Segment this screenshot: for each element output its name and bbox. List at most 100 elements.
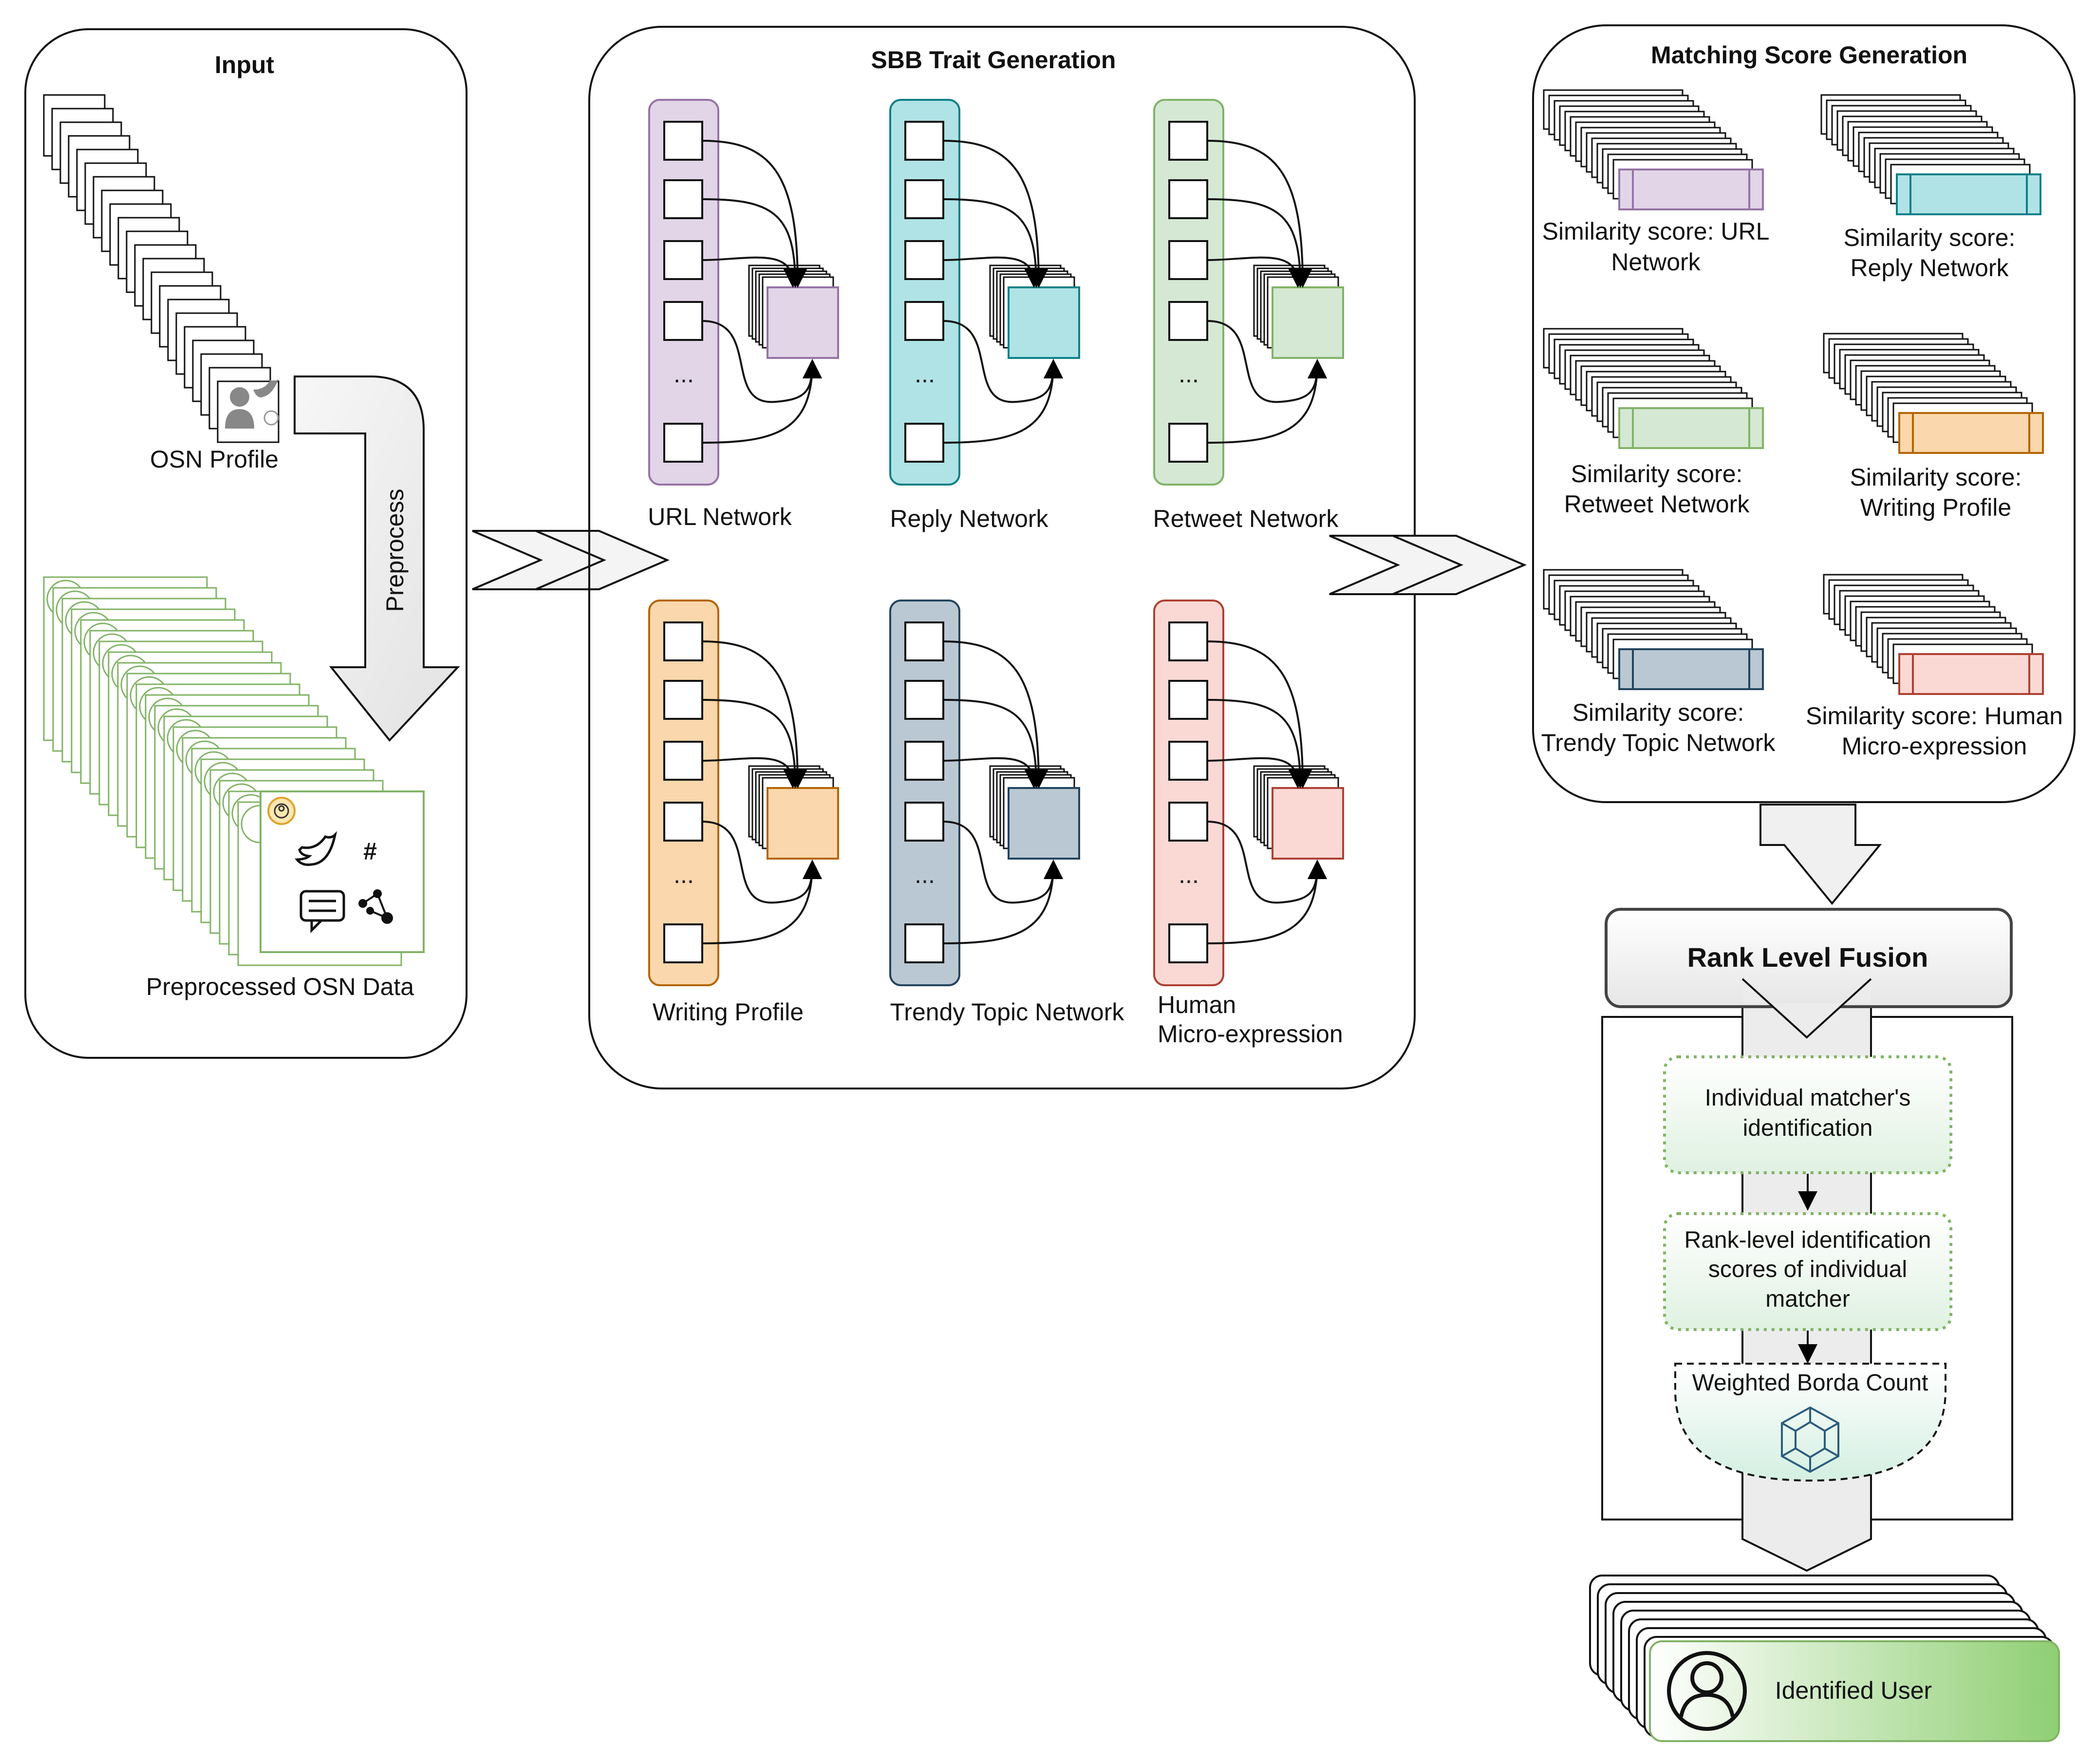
step-rank-level-scores: [1663, 1212, 1952, 1331]
score-bar: [1618, 648, 1764, 690]
network-node: [1168, 741, 1208, 781]
score-retweet-line1: Similarity score:: [1571, 460, 1743, 488]
step-individual-identification: [1663, 1055, 1952, 1174]
similarity-score-stacks: [1543, 89, 2044, 695]
edge: [1207, 198, 1310, 288]
edge: [943, 320, 1063, 403]
chat-icon: [299, 890, 345, 934]
flow-arrow-1b: [535, 530, 670, 590]
score-writing-line1: Similarity score:: [1850, 464, 2022, 491]
hashtag-icon: #: [363, 838, 377, 865]
network-label-human-line2: Micro-expression: [1158, 1020, 1343, 1048]
network-label-writing: Writing Profile: [653, 998, 804, 1026]
score-retweet-line2: Retweet Network: [1564, 490, 1750, 518]
network-label-url: URL Network: [648, 503, 792, 530]
edge: [943, 140, 1048, 288]
matching-title: Matching Score Generation: [1651, 41, 1967, 69]
profile-badge-icon: [267, 797, 296, 825]
score-url-line1: Similarity score: URL: [1542, 218, 1770, 245]
network-block: ...: [889, 99, 1080, 486]
twitter-bird-icon: [253, 379, 279, 397]
network-node: [663, 121, 703, 161]
osn-profile-label: OSN Profile: [150, 446, 279, 473]
preprocessed-data-label: Preprocessed OSN Data: [146, 973, 414, 1000]
score-human-line1: Similarity score: Human: [1806, 702, 2063, 730]
edge: [1207, 640, 1312, 788]
edge: [702, 860, 822, 944]
borda-label: Weighted Borda Count: [1692, 1370, 1928, 1396]
edge: [943, 256, 1044, 288]
score-bar: [1618, 407, 1764, 449]
matching-panel: [1532, 24, 2076, 803]
network-node: [1168, 802, 1208, 842]
score-url-line2: Network: [1611, 248, 1701, 276]
score-reply-line1: Similarity score:: [1844, 224, 2016, 251]
network-node: [1168, 301, 1208, 341]
edge: [702, 320, 822, 403]
speech-bubble-icon: [263, 410, 279, 426]
network-node: [904, 423, 944, 463]
network-label-trendy: Trendy Topic Network: [890, 998, 1125, 1026]
edge: [1207, 821, 1327, 904]
identified-user-card: [1649, 1640, 2060, 1742]
preprocess-label: Preprocess: [381, 489, 409, 612]
network-node: [663, 741, 703, 781]
network-ellipsis: ...: [1179, 861, 1199, 888]
edge: [943, 198, 1046, 288]
feature-map: [767, 286, 839, 359]
edge: [1207, 256, 1308, 288]
score-writing-line2: Writing Profile: [1860, 494, 2011, 521]
edge: [943, 359, 1063, 444]
network-block: ...: [889, 600, 1080, 986]
preprocessed-data-stack: [43, 576, 425, 966]
network-label-retweet: Retweet Network: [1153, 505, 1339, 532]
edge: [943, 640, 1048, 788]
network-node: [663, 240, 703, 280]
identified-user-label: Identified User: [1775, 1677, 1932, 1704]
edge: [702, 256, 803, 288]
polyhedron-icon: [1781, 1406, 1839, 1473]
edge: [1207, 699, 1310, 788]
network-label-reply: Reply Network: [890, 505, 1048, 532]
network-block: ...: [648, 600, 839, 986]
edge: [1207, 359, 1327, 444]
score-trendy-line2: Trendy Topic Network: [1541, 729, 1776, 756]
edge: [702, 821, 822, 904]
fusion-arrow-head: [1741, 1520, 1872, 1572]
feature-map: [1008, 286, 1080, 359]
edge: [943, 860, 1063, 944]
network-node: [663, 621, 703, 661]
edge: [702, 359, 822, 444]
network-node: [904, 301, 944, 341]
network-ellipsis: ...: [1179, 360, 1199, 388]
edge: [943, 699, 1046, 788]
network-node: [904, 741, 944, 781]
network-node: [663, 423, 703, 463]
score-stack: [1543, 328, 1764, 449]
score-trendy-line1: Similarity score:: [1572, 699, 1744, 726]
edge: [1207, 757, 1308, 788]
score-reply-line2: Reply Network: [1850, 254, 2009, 281]
network-node: [904, 240, 944, 280]
network-node: [904, 121, 944, 161]
flow-arrow-3: [1759, 804, 1882, 905]
score-bar: [1898, 412, 2044, 454]
network-node: [904, 923, 944, 963]
network-node: [663, 923, 703, 963]
network-ellipsis: ...: [674, 861, 694, 888]
feature-map: [1008, 787, 1080, 860]
network-node: [1168, 923, 1208, 963]
network-node: [904, 621, 944, 661]
score-stack: [1543, 89, 1764, 210]
network-node: [1168, 121, 1208, 161]
score-bar: [1896, 173, 2041, 215]
input-panel: [24, 28, 468, 1059]
preprocess-arrow: [294, 375, 460, 742]
feature-map: [767, 787, 839, 860]
flow-arrow-2b: [1392, 535, 1527, 595]
feature-map: [1272, 787, 1344, 860]
user-silhouette-icon: [225, 387, 254, 429]
network-graph-icon: [358, 889, 393, 924]
